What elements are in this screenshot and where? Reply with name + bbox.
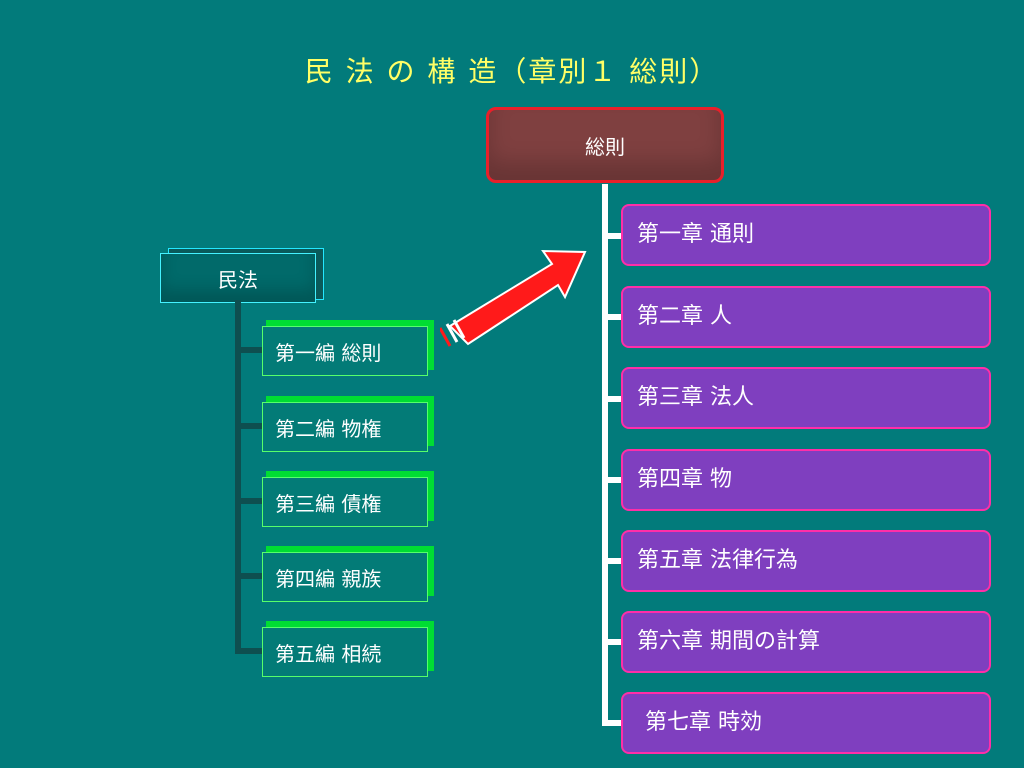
red-arrow-icon <box>440 249 587 347</box>
chapter-node-2: 第二章 人 <box>621 286 991 348</box>
chapter-connector <box>602 639 624 645</box>
page-title: 民 法 の 構 造（章別１ 総則） <box>304 55 720 88</box>
civil-code-trunk-line <box>235 300 241 652</box>
book-connector <box>235 573 265 579</box>
chapter-connector <box>602 720 624 726</box>
chapter-node-7: 第七章 時効 <box>621 692 991 754</box>
chapter-node-1: 第一章 通則 <box>621 204 991 266</box>
general-provisions-root-node: 総則 <box>486 107 724 183</box>
chapter-node-4: 第四章 物 <box>621 449 991 511</box>
book-node-obligations: 第三編 債権 <box>262 477 428 527</box>
book-node-general-provisions: 第一編 総則 <box>262 326 428 376</box>
chapter-connector <box>602 233 624 239</box>
chapters-trunk-line <box>602 184 608 726</box>
book-connector <box>235 347 265 353</box>
civil-code-root-node: 民法 <box>160 253 316 303</box>
chapter-connector <box>602 314 624 320</box>
book-connector <box>235 648 265 654</box>
book-node-relatives: 第四編 親族 <box>262 552 428 602</box>
book-node-succession: 第五編 相続 <box>262 627 428 677</box>
chapter-connector <box>602 558 624 564</box>
chapter-node-6: 第六章 期間の計算 <box>621 611 991 673</box>
book-connector <box>235 423 265 429</box>
chapter-node-3: 第三章 法人 <box>621 367 991 429</box>
chapter-node-5: 第五章 法律行為 <box>621 530 991 592</box>
book-connector <box>235 498 265 504</box>
book-node-real-rights: 第二編 物権 <box>262 402 428 452</box>
chapter-connector <box>602 396 624 402</box>
chapter-connector <box>602 477 624 483</box>
